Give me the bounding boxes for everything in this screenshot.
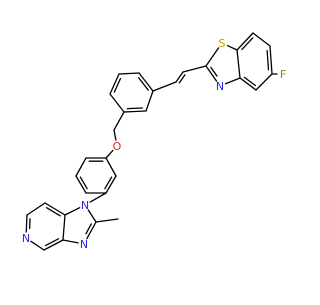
bond-a1-a2: [139, 73, 153, 91]
bond-ch2-o: [114, 130, 116, 140]
bond-c5-c6: [270, 46, 272, 74]
atom-label-n-thiazole: N: [216, 80, 224, 93]
bond-c6-n5: [26, 215, 27, 232]
bond-b3-b4-double: [80, 177, 87, 189]
molecule-structure: S F N O N N N: [0, 0, 300, 300]
bond-c5-c6-double: [267, 51, 268, 70]
bond-a3-a4-double: [114, 79, 120, 93]
bond-c4-c3a-double: [46, 239, 59, 246]
bond-n5-c4: [31, 241, 44, 250]
bond-a2-a3: [119, 73, 139, 74]
atom-label-layer: S F N O N N N: [22, 37, 286, 251]
atom-label-n-pyridine: N: [22, 232, 30, 245]
bond-s-c2: [206, 48, 219, 66]
bond-b5-b6-double: [105, 177, 112, 189]
atom-label-s: S: [219, 37, 226, 50]
bond-layer: [26, 33, 277, 250]
bond-a6-a1: [146, 91, 153, 111]
bond-a5-ch2: [114, 112, 124, 130]
bond-c7a-s: [227, 46, 237, 50]
atom-label-n-imidazole-2: N: [80, 238, 88, 251]
bond-a4-a5: [110, 94, 124, 112]
bond-a5-a6: [124, 111, 146, 112]
bond-vinyl-phenyl: [153, 82, 176, 91]
atom-label-f: F: [280, 68, 286, 81]
bond-c2-n1: [88, 210, 96, 222]
bond-c3a-c7a: [237, 50, 240, 78]
bond-c3a-n3: [63, 240, 78, 243]
bond-c2-methyl: [96, 219, 118, 222]
bond-b6-b1: [106, 158, 116, 176]
molecule-drawing: S F N O N N N: [0, 0, 300, 300]
bond-vinyl-double-a: [176, 72, 183, 82]
atom-label-o: O: [113, 140, 122, 153]
bond-a5-a6-double: [127, 108, 142, 109]
bond-c7a-c7-double: [47, 208, 61, 216]
bond-c7a-c3a: [63, 215, 65, 240]
bond-c2-vinyl: [183, 66, 206, 72]
bond-c6-c7: [253, 33, 270, 46]
bond-c3a-c4-double: [244, 77, 255, 85]
bond-n1-c7a: [65, 208, 80, 215]
atom-label-n-imidazole: N: [81, 199, 89, 212]
bond-c7-c6: [27, 203, 45, 215]
bond-b2-b3: [76, 158, 86, 176]
bond-b5-n1: [90, 193, 106, 202]
bond-c4-c5: [256, 74, 272, 90]
bond-n3-c3a: [226, 78, 240, 84]
bond-c7-c7a: [237, 33, 253, 50]
